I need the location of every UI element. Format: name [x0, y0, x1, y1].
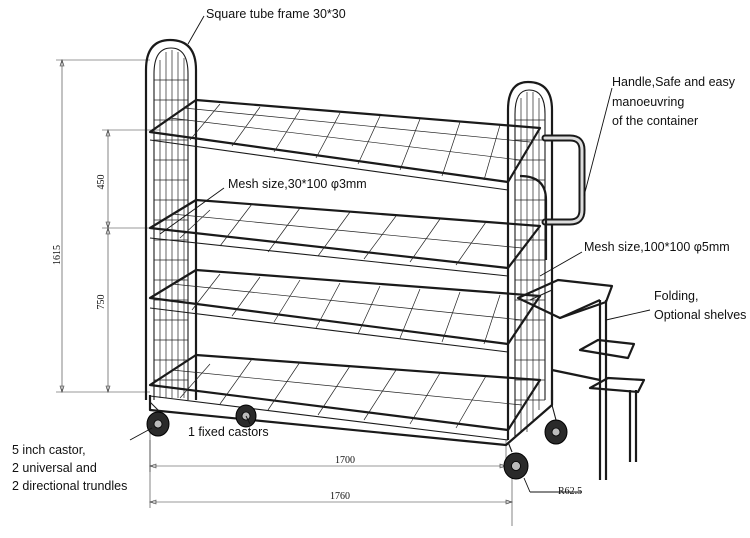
handle-callout-line2: manoeuvring [612, 95, 684, 109]
castor-callout-line2: 2 universal and [12, 461, 97, 475]
overall-length-label: 1760 [330, 491, 350, 502]
handle [519, 134, 586, 260]
shelf-spacing-mid-label: 750 [96, 295, 107, 310]
castor-front-right [503, 441, 529, 480]
mesh-small-callout: Mesh size,30*100 φ3mm [228, 177, 367, 191]
folding-callout-line2: Optional shelves [654, 308, 746, 322]
folding-shelves [516, 278, 646, 480]
shelf-3 [148, 268, 542, 353]
length-dimension-lines [149, 425, 513, 526]
mesh-large-callout: Mesh size,100*100 φ5mm [584, 240, 730, 254]
height-dimension-lines [56, 59, 160, 393]
castor-callout-line3: 2 directional trundles [12, 479, 127, 493]
castor-front-left [146, 401, 170, 437]
handle-callout-line1: Handle,Safe and easy [612, 75, 736, 89]
inner-length-label: 1700 [335, 455, 355, 466]
frame-callout: Square tube frame 30*30 [206, 7, 346, 21]
left-end-frame [144, 38, 198, 400]
castor-callout-line1: 5 inch castor, [12, 443, 86, 457]
shelf-4-bottom [148, 353, 542, 441]
handle-callout-line3: of the container [612, 114, 698, 128]
shelf-spacing-top-label: 450 [96, 175, 107, 190]
castor-back-right [544, 404, 568, 445]
radius-label: R62.5 [558, 486, 582, 497]
shelf-1 [148, 98, 542, 191]
fixed-castors-callout: 1 fixed castors [188, 425, 269, 439]
total-height-label: 1615 [52, 245, 63, 265]
leader-lines [129, 15, 651, 493]
shelf-2 [148, 198, 542, 277]
folding-callout-line1: Folding, [654, 289, 698, 303]
base-rail [148, 390, 554, 447]
